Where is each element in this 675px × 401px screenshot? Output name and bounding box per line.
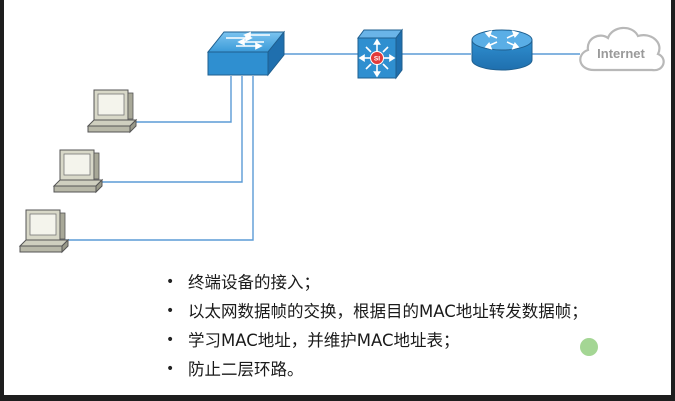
pc-icon (53, 149, 103, 193)
list-item-text: 防止二层环路。 (188, 360, 304, 379)
link-pc1 (128, 76, 232, 123)
list-item: • 学习MAC地址，并维护MAC地址表； (164, 326, 588, 355)
pc-icon (87, 89, 137, 133)
internet-cloud-icon: Internet (579, 26, 665, 72)
network-diagram: SI Internet (19, 26, 665, 253)
list-item-text: 学习MAC地址，并维护MAC地址表； (188, 331, 460, 350)
internet-label: Internet (597, 46, 645, 61)
bullet-dot: • (166, 332, 175, 348)
l2-switch-icon (206, 30, 286, 77)
l3-switch-icon: SI (357, 28, 403, 80)
list-item: • 防止二层环路。 (164, 355, 588, 384)
list-item-text: 终端设备的接入； (188, 273, 320, 292)
bullet-dot: • (166, 303, 175, 319)
pc-links (60, 76, 254, 241)
pc-icon (19, 209, 69, 253)
list-item: • 以太网数据帧的交换，根据目的MAC地址转发数据帧； (164, 297, 588, 326)
router-icon (471, 29, 533, 71)
link-pc2 (95, 76, 243, 183)
list-item-text: 以太网数据帧的交换，根据目的MAC地址转发数据帧； (188, 302, 588, 321)
function-list: • 终端设备的接入； • 以太网数据帧的交换，根据目的MAC地址转发数据帧； •… (164, 268, 588, 384)
link-pc3 (60, 76, 254, 241)
bullet-dot: • (166, 361, 175, 377)
pointer-highlight (580, 338, 598, 356)
l3-switch-label: SI (374, 56, 380, 63)
bullet-dot: • (166, 274, 175, 290)
list-item: • 终端设备的接入； (164, 268, 588, 297)
slide: SI Internet • 终端设备的接入； • (4, 0, 671, 395)
